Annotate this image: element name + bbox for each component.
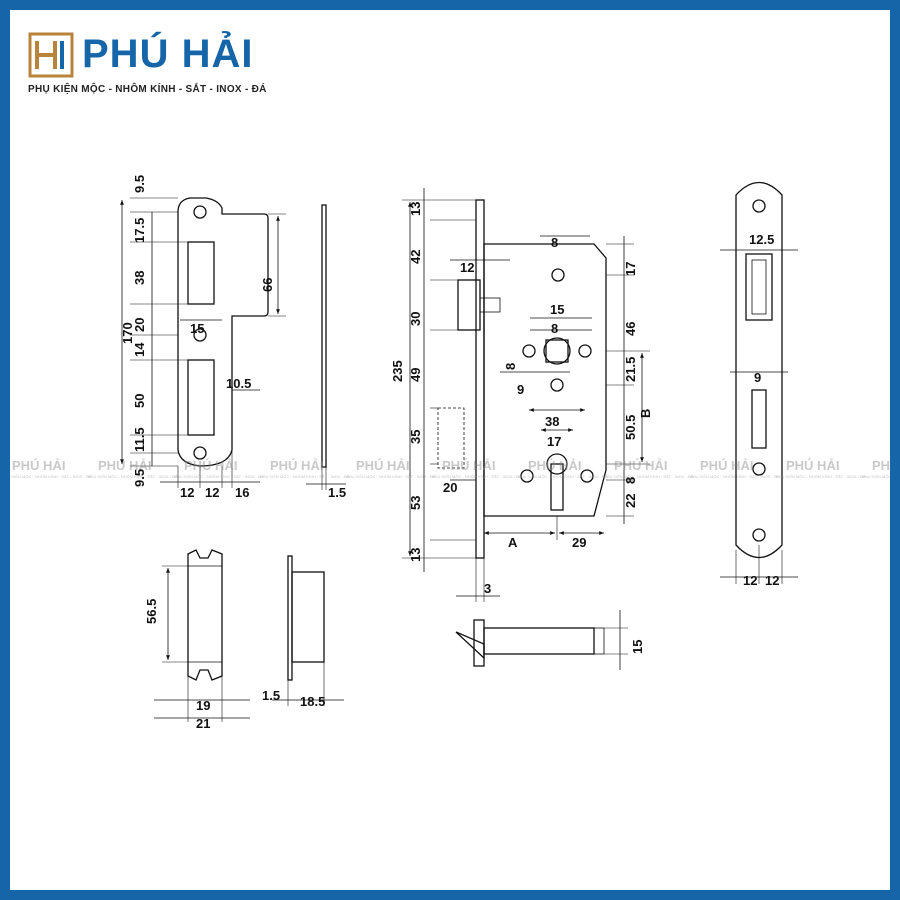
lock-body-dim-label: 53 (408, 496, 423, 510)
lock-body-dim-label: A (508, 535, 518, 550)
strike-box-dim-label: 19 (196, 698, 210, 713)
lock-body-dim-label: 12 (460, 260, 474, 275)
strike-plate-dim-label: 15 (190, 321, 204, 336)
lock-body-dim-label: 42 (408, 250, 423, 264)
watermark-text: PHÚ HẢI (614, 458, 667, 473)
lock-body-drawing (402, 188, 650, 602)
lock-body-dim-label: 235 (390, 360, 405, 382)
lock-body-dim-label: 20 (443, 480, 457, 495)
lock-body-dim-label: 50.5 (623, 415, 638, 440)
lock-body-dim-label: 9 (517, 382, 524, 397)
lock-body-dim-label: 46 (623, 322, 638, 336)
watermark-text: PHÚ HẢI (528, 458, 581, 473)
lock-body-dim-label: 8 (503, 363, 518, 370)
watermark-text: PHÚ HẢI (98, 458, 151, 473)
strike-plate-dim-label: 38 (132, 271, 147, 285)
watermark-subtext: PHỤ KIỆN MỘC - NHÔM KÍNH - SẮT - INOX - … (346, 474, 436, 479)
lock-body-dim-label: 3 (484, 581, 491, 596)
lock-body-dim-label: 29 (572, 535, 586, 550)
brand-tagline: PHỤ KIỆN MỘC - NHÔM KÍNH - SẮT - INOX - … (28, 84, 267, 95)
watermark-subtext: PHỤ KIỆN MỘC - NHÔM KÍNH - SẮT - INOX - … (690, 474, 780, 479)
strike-plate-dim-label: 1.5 (328, 485, 346, 500)
strike-plate-dim-label: 9.5 (132, 175, 147, 193)
faceplate-dim-label: 12.5 (749, 232, 774, 247)
watermark-text: PHÚ HẢI (184, 458, 237, 473)
brand-name: PHÚ HẢI (82, 32, 254, 76)
strike-plate-drawing (120, 197, 286, 488)
watermark-subtext: PHỤ KIỆN MỘC - NHÔM KÍNH - SẮT - INOX - … (10, 474, 92, 479)
latch-bolt-drawing (455, 610, 628, 670)
bolt-dim-label: 15 (630, 640, 645, 654)
watermark-subtext: PHỤ KIỆN MỘC - NHÔM KÍNH - SẮT - INOX - … (174, 474, 264, 479)
watermark-subtext: PHỤ KIỆN MỘC - NHÔM KÍNH - SẮT - INOX - … (260, 474, 350, 479)
strike-box-dim-label: 21 (196, 716, 210, 731)
watermark-subtext: PHỤ KIỆN MỘC - NHÔM KÍNH - SẮT - INOX - … (776, 474, 866, 479)
lock-body-dim-label: 22 (623, 494, 638, 508)
strike-plate-dim-label: 10.5 (226, 376, 251, 391)
image-frame: PHÚ HẢI PHỤ KIỆN MỘC - NHÔM KÍNH - SẮT -… (10, 10, 890, 890)
lock-body-dim-label: 17 (623, 262, 638, 276)
strike-plate-dim-label: 17.5 (132, 218, 147, 243)
strike-plate-dim-label: 12 (180, 485, 194, 500)
watermark-text: PHÚ HẢI (700, 458, 753, 473)
brand-logo-icon (28, 32, 74, 78)
lock-body-dim-label: B (638, 409, 653, 418)
watermark-text: PHÚ HẢI (786, 458, 839, 473)
lock-body-dim-label: 35 (408, 430, 423, 444)
lock-body-dim-label: 8 (551, 235, 558, 250)
watermark-subtext: PHỤ KIỆN MỘC - NHÔM KÍNH - SẮT - INOX - … (518, 474, 608, 479)
lock-body-dim-label: 13 (408, 548, 423, 562)
watermark-text: PHÚ HẢI (442, 458, 495, 473)
strike-plate-dim-label: 12 (205, 485, 219, 500)
strike-box-drawing (154, 549, 250, 722)
strike-plate-dim-label: 11.5 (132, 427, 147, 452)
strike-box-dim-label: 1.5 (262, 688, 280, 703)
strike-plate-dim-label: 16 (235, 485, 249, 500)
faceplate-dim-label: 9 (754, 370, 761, 385)
watermark-subtext: PHỤ KIỆN MỘC - NHÔM KÍNH - SẮT - INOX - … (432, 474, 522, 479)
lock-body-dim-label: 49 (408, 368, 423, 382)
strike-plate-dim-label: 170 (120, 322, 135, 344)
watermark-subtext: PHỤ KIỆN MỘC - NHÔM KÍNH - SẮT - INOX - … (604, 474, 694, 479)
faceplate-dim-label: 12 (765, 573, 779, 588)
watermark-text: PHÚ HẢI (356, 458, 409, 473)
strike-plate-dim-label: 14 (132, 342, 147, 357)
strike-plate-side-drawing (306, 204, 346, 490)
faceplate-drawing (720, 181, 798, 584)
strike-plate-dim-label: 9.5 (132, 469, 147, 487)
strike-box-dim-label: 56.5 (144, 599, 159, 624)
lock-body-dim-label: 38 (545, 414, 559, 429)
watermark-subtext: PHỤ KIỆN MỘC - NHÔM KÍNH - SẮT - INOX - … (88, 474, 178, 479)
watermark-text: PHÚ HẢI (12, 458, 65, 473)
lock-body-dim-label: 8 (551, 321, 558, 336)
strike-plate-dim-label: 20 (132, 318, 147, 332)
lock-body-dim-label: 15 (550, 302, 564, 317)
watermark-text: PHÚ HẢI (872, 458, 890, 473)
strike-plate-dim-label: 66 (260, 278, 275, 292)
lock-body-dim-label: 17 (547, 434, 561, 449)
lock-body-dim-label: 8 (623, 477, 638, 484)
lock-body-dim-label: 21.5 (623, 357, 638, 382)
watermark-text: PHÚ HẢI (270, 458, 323, 473)
lock-body-dim-label: 30 (408, 312, 423, 326)
watermark-subtext: PHỤ KIỆN MỘC - NHÔM KÍNH - SẮT - INOX - … (862, 474, 890, 479)
strike-box-side-drawing (272, 555, 344, 706)
strike-plate-dim-label: 50 (132, 394, 147, 408)
strike-box-dim-label: 18.5 (300, 694, 325, 709)
faceplate-dim-label: 12 (743, 573, 757, 588)
lock-body-dim-label: 13 (408, 202, 423, 216)
